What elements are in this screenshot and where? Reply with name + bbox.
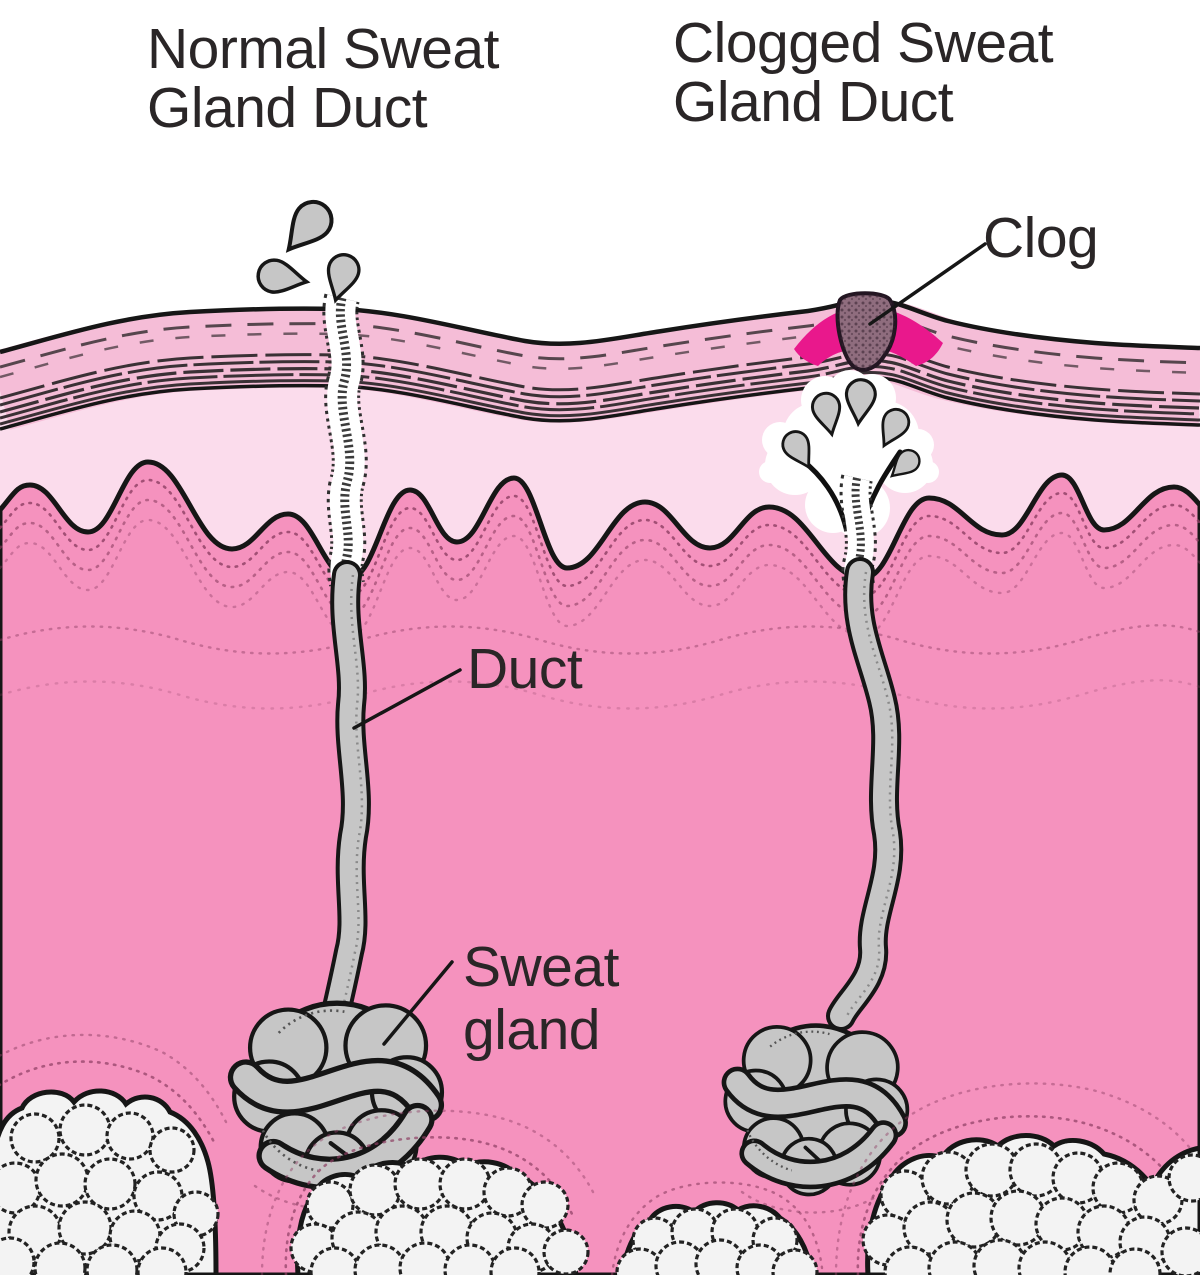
clogged-duct bbox=[826, 557, 904, 1031]
clog-leader-line bbox=[868, 242, 987, 326]
clog-site bbox=[794, 291, 943, 372]
sweat-gland-label-line2: gland bbox=[463, 998, 600, 1062]
duct-label: Duct bbox=[467, 637, 583, 701]
title-normal-line1: Normal Sweat bbox=[147, 17, 500, 81]
fat-stipple-arc bbox=[856, 1115, 1178, 1275]
normal-duct bbox=[321, 560, 371, 1027]
duct-leader-line bbox=[352, 668, 462, 730]
clog-label: Clog bbox=[983, 206, 1098, 270]
sweat-gland-leader-line bbox=[382, 960, 454, 1046]
trapped-sweat-splash bbox=[759, 370, 939, 538]
fat-cells-layer bbox=[0, 1033, 1200, 1275]
sweat-gland-label-line1: Sweat bbox=[463, 935, 620, 999]
clog-plug-stipple bbox=[837, 293, 896, 370]
sweat-gland-label: Sweat gland bbox=[463, 935, 634, 1062]
duct-tube bbox=[830, 561, 900, 1027]
title-clogged-line2: Gland Duct bbox=[673, 70, 954, 134]
title-normal-line2: Gland Duct bbox=[147, 76, 428, 140]
fat-stipple-arc bbox=[834, 1082, 1200, 1275]
fat-cells bbox=[0, 1103, 1200, 1275]
title-clogged-line1: Clogged Sweat bbox=[673, 11, 1054, 75]
fat-stipple-arc bbox=[0, 1060, 216, 1144]
fat-stipple-arc bbox=[260, 1109, 598, 1275]
duct-stipple bbox=[340, 574, 364, 1013]
title-normal-duct: Normal Sweat Gland Duct bbox=[147, 17, 514, 140]
gland-stipple-arc bbox=[740, 1186, 890, 1214]
fat-stipple-arc bbox=[610, 1181, 824, 1275]
duct-tube bbox=[325, 564, 367, 1023]
duct-stipple bbox=[845, 571, 896, 1017]
title-clogged-duct: Clogged Sweat Gland Duct bbox=[673, 11, 1068, 134]
normal-duct-channel bbox=[322, 293, 368, 587]
